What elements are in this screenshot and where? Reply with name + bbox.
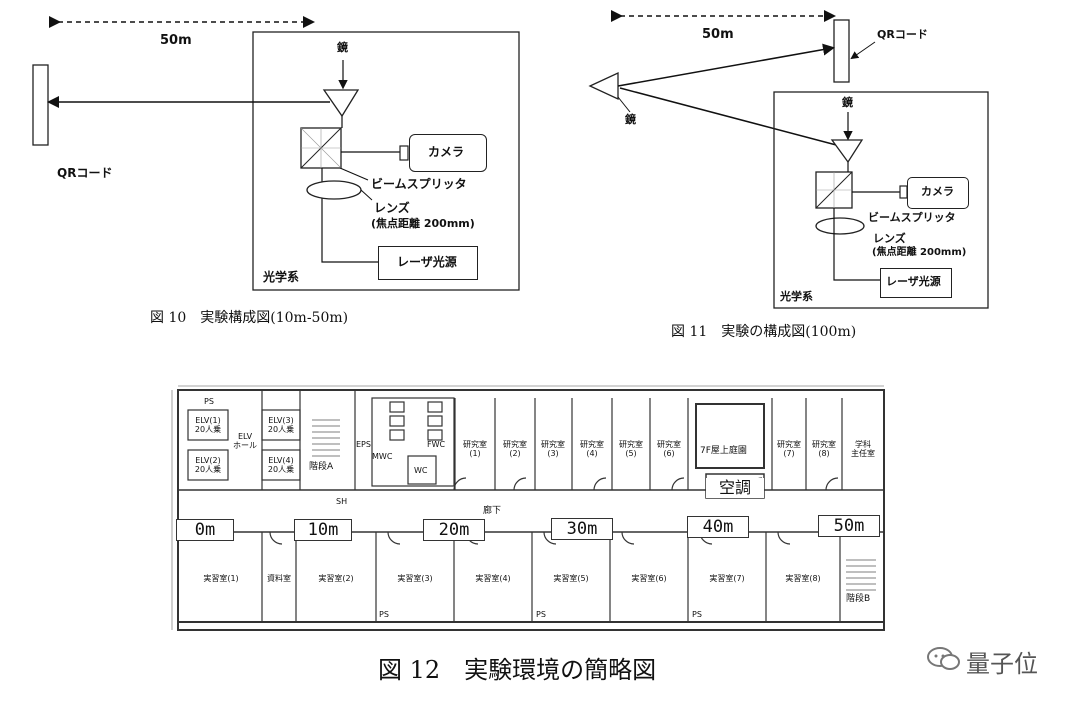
fig10-optics-label: 光学系 (263, 270, 300, 284)
fig12-marker-30m: 30m (551, 518, 613, 540)
fig12-corridor: 廊下 (483, 506, 502, 516)
fig10-camera-label: カメラ (428, 145, 465, 159)
fig10-distance-label: 50m (160, 33, 192, 48)
fig12-eps: EPS (356, 440, 371, 449)
fig11-diagram (588, 10, 989, 309)
fig11-mirror-label: 鏡 (842, 96, 853, 109)
fig11-optics-label: 光学系 (780, 290, 813, 303)
fig11-caption: 図 11 実験の構成図(100m) (671, 324, 857, 340)
fig12-stairs-a: 階段A (309, 462, 334, 472)
fig12-lab-7: 研究室 (7) (777, 440, 801, 459)
fig11-qr-label: QRコード (877, 28, 928, 41)
fig10-qr-label: QRコード (57, 166, 113, 180)
fig12-lab-4: 研究室 (4) (580, 440, 604, 459)
fig12-ps-b1: PS (379, 610, 389, 619)
fig12-aircon-label: 空調 (706, 478, 764, 498)
fig12-elv-1: ELV(1) 20人乗 (194, 416, 222, 435)
fig12-chair-room: 学科 主任室 (851, 440, 875, 459)
fig10-mirror-shape (322, 89, 360, 118)
fig12-elv-4: ELV(4) 20人乗 (267, 456, 295, 475)
fig11-beamsplitter-label: ビームスプリッタ (868, 211, 956, 224)
fig12-lab-1: 研究室 (1) (463, 440, 487, 459)
fig10-laser-label: レーザ光源 (397, 255, 457, 269)
fig12-marker-50m: 50m (818, 515, 880, 537)
fig10-diagram (32, 16, 520, 291)
fig12-ps-b2: PS (536, 610, 546, 619)
fig11-lens-label: レンズ (873, 232, 906, 245)
fig11-laser-label: レーザ光源 (886, 275, 941, 288)
fig12-lab-5: 研究室 (5) (619, 440, 643, 459)
fig10-caption: 図 10 実験構成図(10m-50m) (150, 310, 349, 326)
fig12-marker-20m: 20m (423, 519, 485, 541)
fig10-lens-focal: (焦点距離 200mm) (371, 217, 475, 230)
fig12-room-b8: 実習室(7) (709, 574, 745, 583)
fig12-wc: WC (414, 466, 428, 475)
fig10-beamsplitter-label: ビームスプリッタ (371, 177, 467, 191)
fig11-lens-focal: (焦点距離 200mm) (872, 247, 967, 258)
fig12-room-b7: 実習室(6) (631, 574, 667, 583)
fig12-lab-2: 研究室 (2) (503, 440, 527, 459)
fig12-mwc: MWC (372, 452, 393, 461)
fig12-room-b9: 実習室(8) (785, 574, 821, 583)
fig11-optics-enclosure (773, 91, 989, 309)
fig11-far-mirror-label: 鏡 (625, 113, 636, 126)
fig12-courtyard: 7F屋上庭園 (700, 446, 747, 456)
fig12-room-b5: 実習室(4) (475, 574, 511, 583)
fig10-laser-box (378, 246, 478, 280)
fig12-elv-hall-label: ELV ホール (233, 432, 257, 451)
fig12-outer-wall (177, 389, 885, 631)
fig12-lab-8: 研究室 (8) (812, 440, 836, 459)
fig11-laser-box (880, 268, 952, 298)
fig10-camera-box (409, 134, 487, 172)
watermark-label: 量子位 (966, 650, 1038, 678)
fig12-room-b6: 実習室(5) (553, 574, 589, 583)
fig12-lab-3: 研究室 (3) (541, 440, 565, 459)
fig12-ps-b3: PS (692, 610, 702, 619)
fig12-sh: SH (336, 497, 348, 506)
fig12-room-b1: 実習室(1) (203, 574, 239, 583)
fig12-marker-0m: 0m (176, 519, 234, 541)
fig12-elv-2: ELV(2) 20人乗 (194, 456, 222, 475)
fig10-mirror-label: 鏡 (337, 41, 348, 54)
fig12-lab-6: 研究室 (6) (657, 440, 681, 459)
fig11-lens-shape (815, 217, 865, 235)
fig12-marker-40m: 40m (687, 516, 749, 538)
fig12-room-b3: 実習室(2) (318, 574, 354, 583)
fig11-camera-box (907, 177, 969, 209)
chat-bubble-icon (927, 647, 960, 670)
fig12-room-b2: 資料室 (267, 574, 291, 583)
fig12-ps-top: PS (204, 397, 214, 406)
fig12-stairs-b: 階段B (846, 594, 871, 604)
fig12-caption: 図 12 実験環境の簡略図 (378, 656, 657, 684)
fig11-distance-label: 50m (702, 27, 734, 42)
fig12-fwc: FWC (427, 440, 446, 449)
fig12-marker-10m: 10m (294, 519, 352, 541)
fig11-camera-label: カメラ (921, 185, 954, 198)
fig10-lens-label: レンズ (374, 201, 410, 215)
fig12-elv-3: ELV(3) 20人乗 (267, 416, 295, 435)
fig10-optics-enclosure (252, 31, 520, 291)
fig12-room-b4: 実習室(3) (397, 574, 433, 583)
